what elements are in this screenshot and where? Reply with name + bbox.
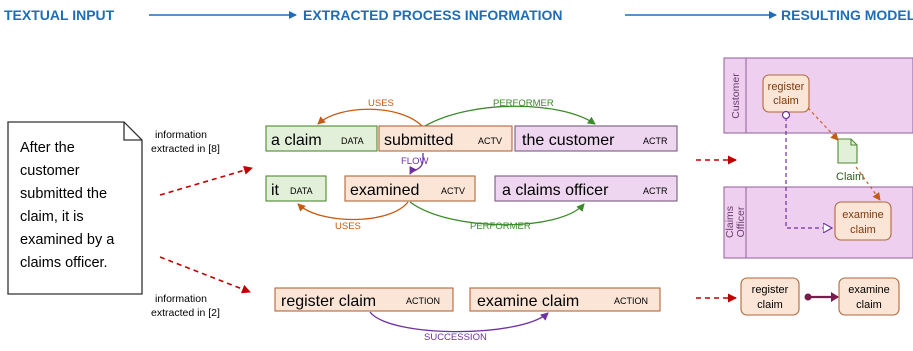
task-examine-claim: examine claim [834,201,892,241]
token-text: submitted [384,132,453,149]
header-row: TEXTUAL INPUT EXTRACTED PROCESS INFORMAT… [4,7,913,23]
source-label-top: information [155,129,207,141]
header-textual-input: TEXTUAL INPUT [4,7,115,23]
token-text: examine claim [477,293,579,310]
task-text: claim [856,299,882,311]
task-text: register [768,81,805,93]
header-extracted: EXTRACTED PROCESS INFORMATION [303,7,563,23]
token-a-claims-officer: a claims officer ACTR [494,175,678,202]
token-text: it [271,182,280,199]
message-flow [785,117,832,228]
source-label-top: extracted in [8] [151,143,220,155]
lane-label: Customer [730,73,742,119]
task-text: examine [842,209,884,221]
token-tag: ACTV [478,136,502,146]
task-register-claim: register claim [762,74,810,113]
token-tag: ACTR [643,186,668,196]
task-text: claim [757,299,783,311]
task-text: claim [773,95,799,107]
flow-arc [409,153,424,175]
token-text: a claims officer [502,182,609,199]
performer-label-bottom: PERFORMER [470,221,531,232]
source-label-bottom: extracted in [2] [151,307,220,319]
header-resulting: RESULTING MODEL [781,7,913,23]
lane-customer: Customer [723,57,913,134]
uses-label-top: USES [368,98,394,109]
token-it: it DATA [265,175,327,202]
note-shape [7,121,143,295]
token-register-claim: register claim ACTION [274,287,454,312]
lane-label: Officer [735,206,747,237]
token-a-claim: a claim DATA [265,125,378,152]
token-tag: ACTV [441,186,465,196]
data-object-label: Claim [836,171,864,183]
dashed-arrow-top [159,165,253,196]
input-line: customer [20,163,80,179]
token-tag: ACTION [614,296,648,306]
uses-arc-top [317,108,423,127]
flow-label: FLOW [401,156,428,167]
message-flow-start [781,110,791,120]
token-text: register claim [281,293,376,310]
token-tag: ACTION [406,296,440,306]
note-fold [123,122,142,141]
succession-arc [369,311,549,333]
seq-examine-claim: examine claim [838,277,900,316]
token-tag: ACTR [643,136,668,146]
task-text: register [752,284,789,296]
uses-label-bottom: USES [335,221,361,232]
performer-arc-top [424,105,596,127]
seq-register-claim: register claim [740,277,800,316]
lane-label: Claims [724,206,736,238]
data-object-claim: Claim [836,138,864,183]
token-examined: examined ACTV [344,175,476,202]
token-tag: DATA [341,136,364,146]
input-note: After the customer submitted the claim, … [7,121,143,295]
token-examine-claim: examine claim ACTION [469,287,661,312]
token-the-customer: the customer ACTR [514,125,678,152]
uses-arc-bottom [297,201,409,221]
token-text: the customer [522,132,615,149]
input-line: claim, it is [20,209,84,225]
seq-connector-arrow [831,292,839,302]
token-text: examined [350,182,419,199]
token-text: a claim [271,132,322,149]
task-text: claim [850,224,876,236]
input-line: examined by a [20,232,115,248]
token-submitted: submitted ACTV [378,125,513,152]
source-label-bottom: information [155,293,207,305]
task-text: examine [848,284,890,296]
data-assoc-out [807,107,839,141]
input-line: submitted the [20,186,107,202]
succession-label: SUCCESSION [424,332,487,343]
seq-connector-start [804,293,812,301]
dashed-arrow-bottom [159,256,251,294]
input-line: After the [20,140,75,156]
token-tag: DATA [290,186,313,196]
performer-arc-bottom [409,201,585,226]
input-line: claims officer. [20,255,108,271]
data-assoc-in [855,166,881,201]
performer-label-top: PERFORMER [493,98,554,109]
